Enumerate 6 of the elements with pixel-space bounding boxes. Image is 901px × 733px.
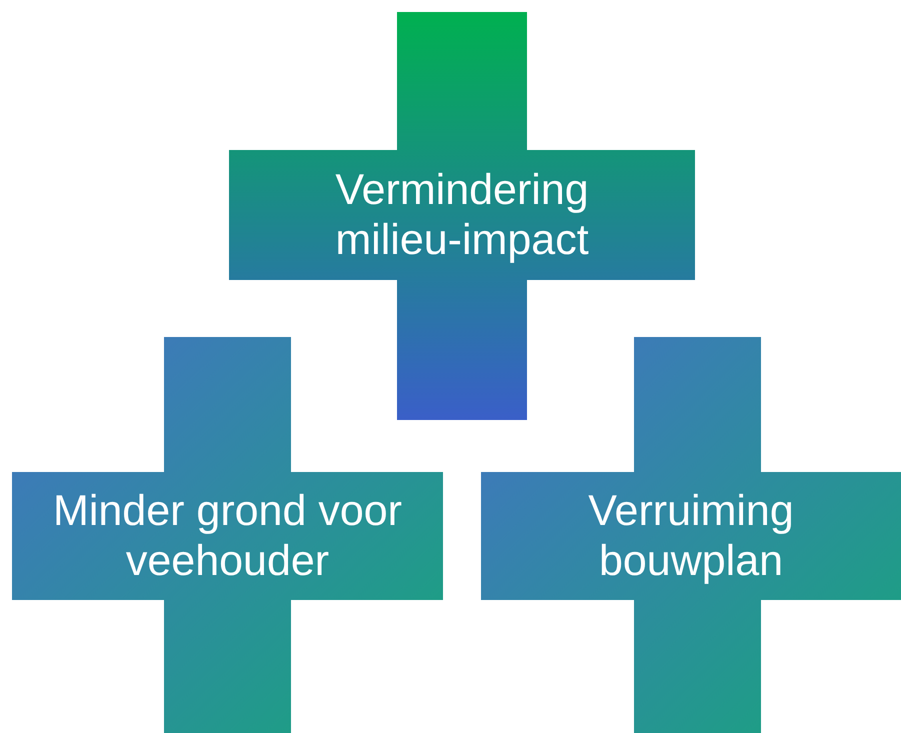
plus-label: Minder grond voor veehouder bbox=[52, 486, 403, 586]
plus-label: Vermindering milieu-impact bbox=[334, 165, 590, 265]
plus-label: Verruiming bouwplan bbox=[587, 486, 795, 586]
plus-shape bbox=[481, 337, 901, 733]
plus-shape bbox=[12, 337, 443, 733]
plus-shape bbox=[229, 12, 695, 420]
